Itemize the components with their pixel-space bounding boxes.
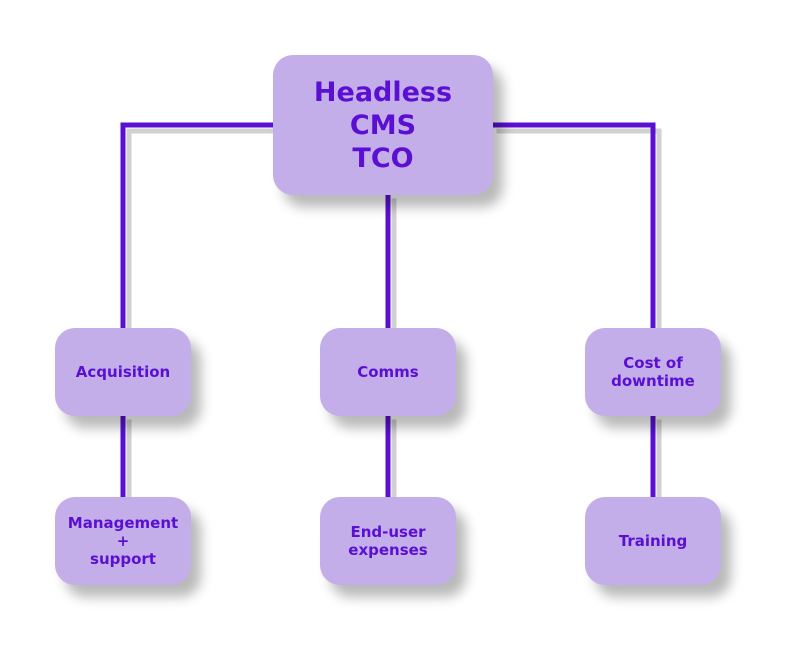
node-cost-of-downtime: Cost of downtime: [585, 328, 721, 416]
node-acquisition: Acquisition: [55, 328, 191, 416]
connector-root-downtime: [490, 122, 656, 333]
node-acquisition-label: Acquisition: [75, 363, 171, 381]
node-training-label: Training: [618, 532, 688, 550]
node-end-user-expenses-label: End-user expenses: [348, 523, 428, 559]
node-comms: Comms: [320, 328, 456, 416]
node-end-user-expenses: End-user expenses: [320, 497, 456, 585]
node-training: Training: [585, 497, 721, 585]
root-label: Headless CMS TCO: [313, 76, 453, 174]
connector-root-acquisition: [120, 122, 276, 333]
node-comms-label: Comms: [357, 363, 419, 381]
node-cost-of-downtime-label: Cost of downtime: [611, 354, 695, 390]
node-management-support-label: Management + support: [67, 514, 179, 568]
node-management-support: Management + support: [55, 497, 191, 585]
root-node: Headless CMS TCO: [273, 55, 493, 195]
